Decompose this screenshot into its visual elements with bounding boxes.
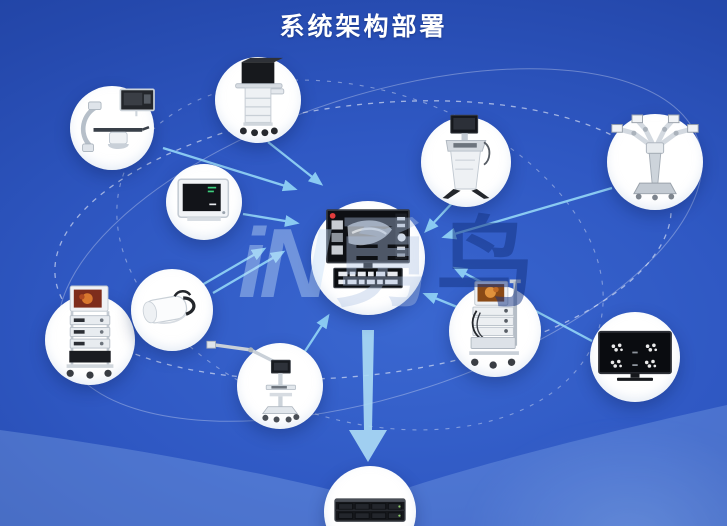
workstation-cart-icon <box>235 57 285 137</box>
rack-server-icon <box>334 498 406 522</box>
hub-to-server-arrow <box>349 330 387 462</box>
navigation-arm-cart-icon <box>206 340 300 423</box>
node-navigation-arm-cart <box>206 340 323 429</box>
node-angiography-c-arm <box>70 86 155 170</box>
node-rack-server <box>324 466 416 526</box>
node-surgical-robot <box>607 114 703 210</box>
node-endoscopy-tower <box>45 285 135 385</box>
patient-monitor-icon <box>177 178 230 221</box>
node-mobile-workstation-cart <box>215 57 301 143</box>
node-ultrasound-cart <box>421 114 511 207</box>
page-title: 系统架构部署 <box>279 13 448 41</box>
node-vr-headset <box>131 269 213 351</box>
angiography-c-arm-icon <box>80 88 155 152</box>
node-endoscopy-tower-2 <box>449 279 541 377</box>
surgical-robot-icon <box>611 114 699 201</box>
vr-headset-icon <box>142 290 196 324</box>
node-patient-monitor <box>166 164 242 240</box>
ultrasound-cart-icon <box>442 114 491 199</box>
endoscopy-tower-2-icon <box>469 279 521 369</box>
endoscopy-tower-icon <box>66 285 114 379</box>
node-quad-view-display <box>590 312 680 402</box>
node-central-imaging-console <box>311 201 425 315</box>
central-console-icon <box>326 209 410 289</box>
quad-view-display-icon <box>598 330 672 381</box>
